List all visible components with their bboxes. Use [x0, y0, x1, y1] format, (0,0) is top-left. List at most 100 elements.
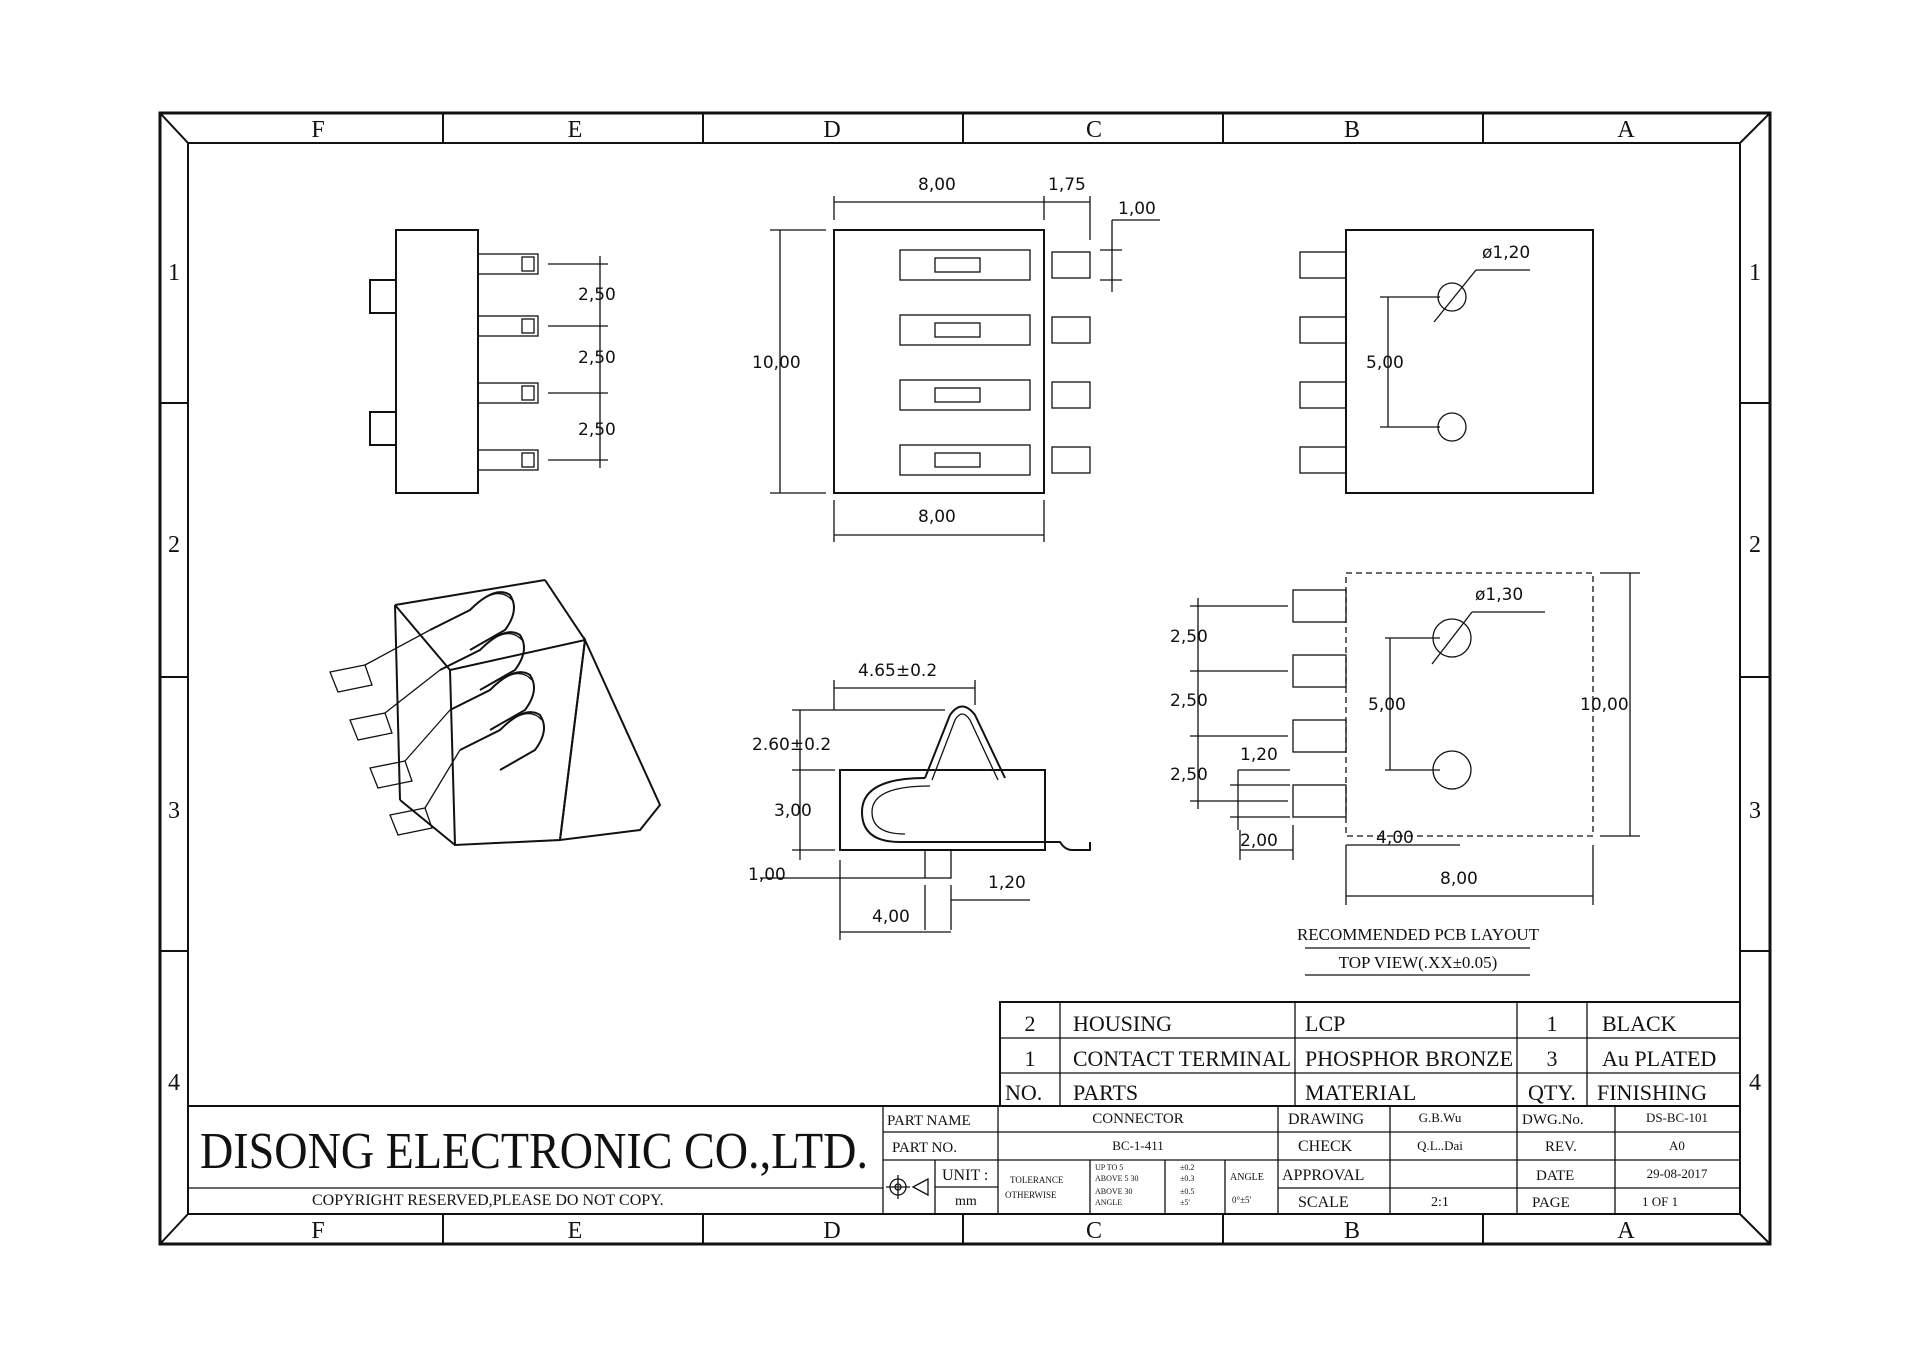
pcb-pad-1 [1292, 589, 1347, 623]
top-view-contacts [899, 249, 1091, 476]
tol-above-5-30: ABOVE 5 30 [1095, 1174, 1139, 1183]
pcb-pitch-label-2: 2,50 [1170, 691, 1208, 711]
page-label: PAGE [1532, 1195, 1570, 1211]
top-height-label: 10,00 [752, 353, 801, 373]
sheet-frame [158, 111, 1772, 1246]
approval-label: APPROVAL [1282, 1167, 1364, 1184]
projection-symbol-icon [886, 1175, 929, 1199]
contact-boss-position-label: 4,00 [872, 907, 910, 927]
side-view-pins [477, 253, 539, 471]
check-value: Q.L..Dai [1417, 1138, 1463, 1153]
pcb-hole-pitch-label: 5,00 [1368, 695, 1406, 715]
part-no-label: PART NO. [892, 1140, 957, 1156]
title-block: DISONG ELECTRONIC CO.,LTD. COPYRIGHT RES… [187, 1105, 1741, 1215]
contact-body-label: 3,00 [774, 801, 812, 821]
bom-header-qty: QTY. [1528, 1080, 1576, 1105]
pcb-pitch-label-3: 2,50 [1170, 765, 1208, 785]
unit-label: UNIT : [942, 1167, 988, 1184]
zone-col-e-top: E [568, 117, 583, 143]
tol-above-30: ABOVE 30 [1095, 1187, 1133, 1196]
pcb-pad-2 [1292, 654, 1347, 688]
part-no-value: BC-1-411 [1112, 1138, 1164, 1153]
side-pitch-label-1: 2,50 [578, 285, 616, 305]
zone-col-b-bottom: B [1344, 1218, 1360, 1244]
zone-col-a-top: A [1617, 117, 1635, 143]
page-value: 1 OF 1 [1642, 1194, 1678, 1209]
otherwise-label: OTHERWISE [1005, 1190, 1057, 1200]
side-pitch-label-3: 2,50 [578, 420, 616, 440]
tol-above-5-30-value: ±0.3 [1180, 1174, 1194, 1183]
date-value: 29-08-2017 [1647, 1166, 1708, 1181]
back-hole-pitch-label: 5,00 [1366, 353, 1404, 373]
bom-row-2-no: 1 [1025, 1046, 1036, 1071]
zone-labels: F E D C B A F E D C B A 1 2 3 4 1 2 3 4 [168, 117, 1761, 1244]
pcb-height-label: 10,00 [1580, 695, 1629, 715]
zone-col-d-top: D [823, 117, 840, 143]
dwg-no-value: DS-BC-101 [1646, 1110, 1708, 1125]
zone-col-e-bottom: E [568, 1218, 583, 1244]
drawing-value: G.B.Wu [1419, 1110, 1462, 1125]
pcb-pad-3 [1292, 719, 1347, 753]
back-hole-dia-label: ø1,20 [1482, 243, 1530, 263]
bom-row-1-finish: BLACK [1602, 1011, 1677, 1036]
contact-width-label: 4.65±0.2 [858, 661, 937, 681]
zone-row-1-left: 1 [168, 260, 180, 286]
bom-row-1-no: 2 [1025, 1011, 1036, 1036]
contact-height-label: 2.60±0.2 [752, 735, 831, 755]
zone-row-4-left: 4 [168, 1070, 180, 1096]
tol-angle-value: ±5' [1180, 1198, 1190, 1207]
bom-row-2-qty: 3 [1547, 1046, 1558, 1071]
part-name-value: CONNECTOR [1092, 1111, 1183, 1127]
pcb-pad-length-label: 2,00 [1240, 831, 1278, 851]
back-hole-bottom [1437, 412, 1467, 442]
bom-row-1-part: HOUSING [1073, 1011, 1172, 1036]
tol-angle: ANGLE [1095, 1198, 1122, 1207]
isometric-view [329, 579, 662, 847]
copyright-note: COPYRIGHT RESERVED,PLEASE DO NOT COPY. [312, 1192, 664, 1209]
zone-row-3-left: 3 [168, 798, 180, 824]
top-pin-width-label: 1,00 [1118, 199, 1156, 219]
top-bottom-width-label: 8,00 [918, 507, 956, 527]
contact-boss-height-label: 1,00 [748, 865, 786, 885]
bom-header-parts: PARTS [1073, 1080, 1138, 1105]
zone-row-4-right: 4 [1749, 1070, 1761, 1096]
part-name-label: PART NAME [887, 1113, 971, 1129]
zone-row-2-left: 2 [168, 532, 180, 558]
side-view: 2,50 2,50 2,50 [369, 229, 616, 494]
pcb-width-label: 8,00 [1440, 869, 1478, 889]
bom-row-2-material: PHOSPHOR BRONZE [1305, 1046, 1513, 1071]
date-label: DATE [1536, 1168, 1574, 1184]
zone-row-3-right: 3 [1749, 798, 1761, 824]
tolerance-label: TOLERANCE [1010, 1175, 1064, 1185]
bom-header-material: MATERIAL [1305, 1080, 1416, 1105]
tol-up-to-5: UP TO 5 [1095, 1163, 1123, 1172]
zone-col-a-bottom: A [1617, 1218, 1635, 1244]
pcb-caption-line2: TOP VIEW(.XX±0.05) [1339, 953, 1498, 972]
rev-value: A0 [1669, 1138, 1685, 1153]
angle-value: 0°±5' [1232, 1195, 1252, 1205]
zone-col-c-bottom: C [1086, 1218, 1102, 1244]
scale-value: 2:1 [1431, 1195, 1449, 1210]
rev-label: REV. [1545, 1139, 1577, 1155]
zone-col-f-top: F [311, 117, 324, 143]
bom-header-finishing: FINISHING [1597, 1080, 1707, 1105]
side-pitch-label-2: 2,50 [578, 348, 616, 368]
top-view: 8,00 1,75 1,00 10,00 8,00 [752, 175, 1160, 542]
unit-value: mm [955, 1194, 977, 1209]
zone-col-b-top: B [1344, 117, 1360, 143]
zone-row-2-right: 2 [1749, 532, 1761, 558]
zone-col-c-top: C [1086, 117, 1102, 143]
bom-row-1-material: LCP [1305, 1011, 1345, 1036]
top-pin-length-label: 1,75 [1048, 175, 1086, 195]
company-name: DISONG ELECTRONIC CO.,LTD. [200, 1123, 868, 1180]
scale-label: SCALE [1298, 1194, 1349, 1211]
check-label: CHECK [1298, 1138, 1353, 1155]
bom-table: 2 HOUSING LCP 1 BLACK 1 CONTACT TERMINAL… [999, 1001, 1741, 1107]
contact-boss-width-label: 1,20 [988, 873, 1026, 893]
drawing-label: DRAWING [1288, 1111, 1364, 1128]
bom-row-2-finish: Au PLATED [1602, 1046, 1716, 1071]
tol-up-to-5-value: ±0.2 [1180, 1163, 1194, 1172]
pcb-layout: ø1,30 5,00 2,50 2,50 2,50 1,20 10,00 2,0… [1170, 572, 1640, 976]
zone-row-1-right: 1 [1749, 260, 1761, 286]
